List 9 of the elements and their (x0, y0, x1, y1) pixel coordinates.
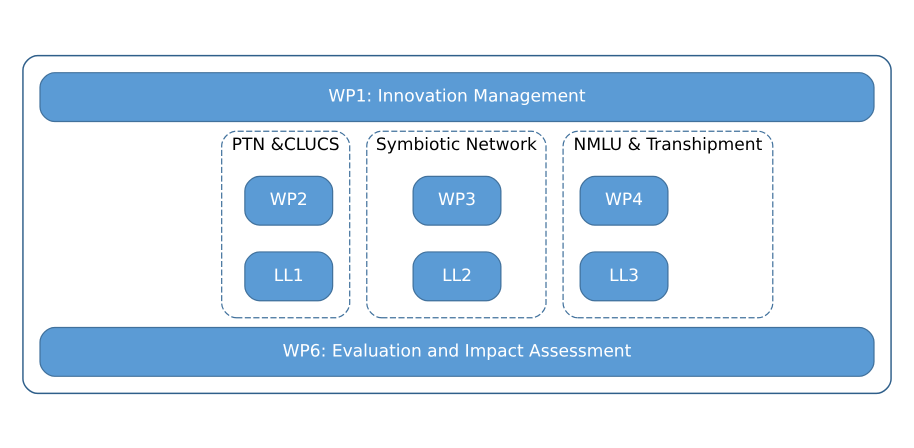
node-box: WP4 (580, 175, 669, 226)
node-box: LL1 (244, 250, 334, 301)
node-box: LL2 (412, 250, 502, 301)
cluster (22, 54, 892, 394)
node-box: WP2 (244, 175, 334, 226)
node-box: WP6: Evaluation and Impact Assessment (39, 326, 875, 376)
node-box: LL3 (580, 250, 669, 301)
node-box: WP1: Innovation Management (39, 72, 875, 122)
node-box: WP3 (412, 175, 502, 226)
